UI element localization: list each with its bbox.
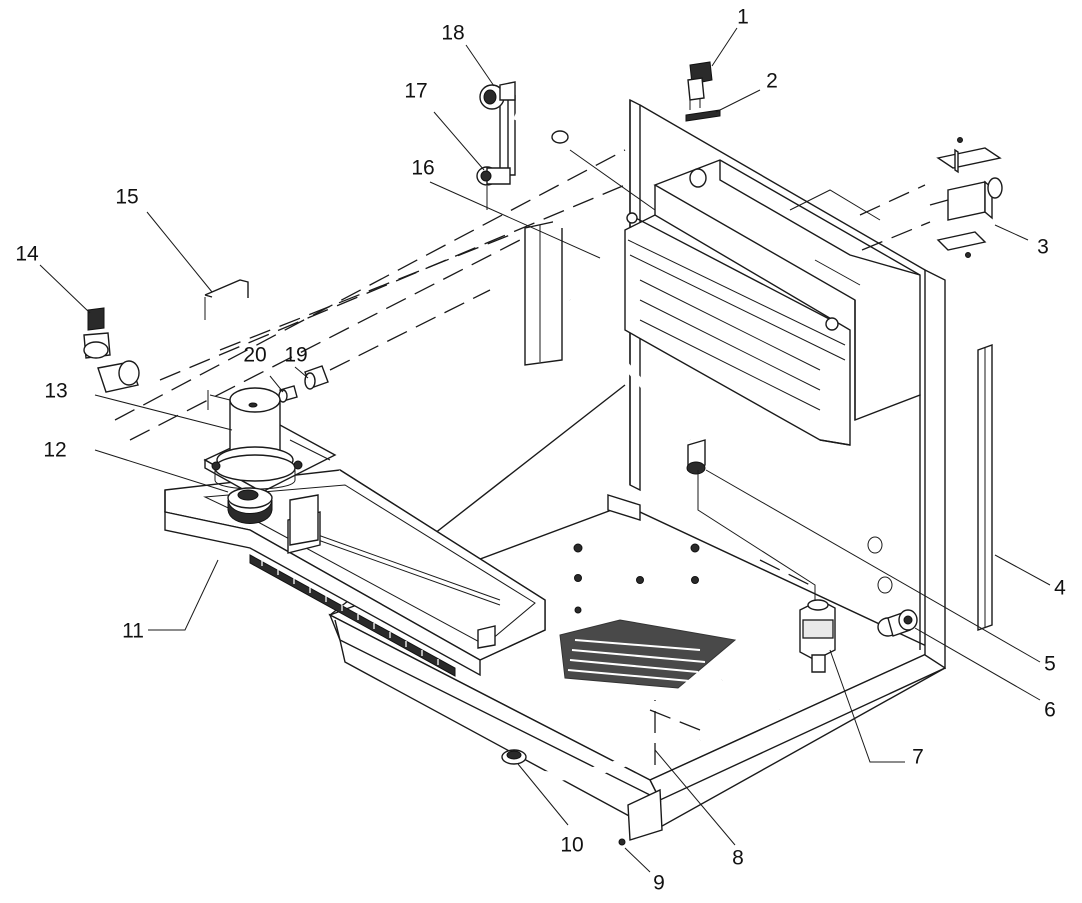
callout-11: 11 [122,619,144,643]
assembly-lines [114,149,931,765]
fitting-19 [304,365,329,390]
vent-grille [559,619,737,689]
fitting-5 [567,297,816,600]
pump-12-13 [203,387,337,546]
inlet-fitting-6 [877,609,918,637]
switch-1 [687,61,713,110]
callout-6: 6 [1044,698,1056,722]
callout-3: 3 [1037,235,1049,259]
bracket-2 [685,109,721,122]
drain-fitting-10 [501,749,527,765]
callout-7: 7 [912,745,924,769]
callout-4: 4 [1054,576,1066,600]
callout-1: 1 [737,5,749,29]
callout-14: 14 [15,242,39,266]
valve-7 [799,599,836,673]
callout-2: 2 [766,69,778,93]
callout-17: 17 [404,79,428,103]
callout-16: 16 [411,156,435,180]
tray-louvers [249,554,456,677]
callout-13: 13 [44,379,68,403]
solenoid-3 [929,137,1003,258]
fitting-20 [278,385,298,403]
callout-15: 15 [115,185,139,209]
sensor-14 [83,307,140,393]
pipe-assembly-16-18 [476,81,569,366]
callout-5: 5 [1044,652,1056,676]
callout-8: 8 [732,846,744,870]
callout-9: 9 [653,871,665,895]
callout-19: 19 [284,343,308,367]
screw-9 [618,838,626,846]
callout-20: 20 [243,343,267,367]
callout-12: 12 [43,438,67,462]
control-box-assembly [624,159,921,446]
side-rail-4 [977,344,993,631]
bracket-15 [204,279,249,320]
drain-hose-8 [506,678,782,781]
leader-lines [39,27,1051,873]
callout-10: 10 [560,833,584,857]
callout-18: 18 [441,21,465,45]
